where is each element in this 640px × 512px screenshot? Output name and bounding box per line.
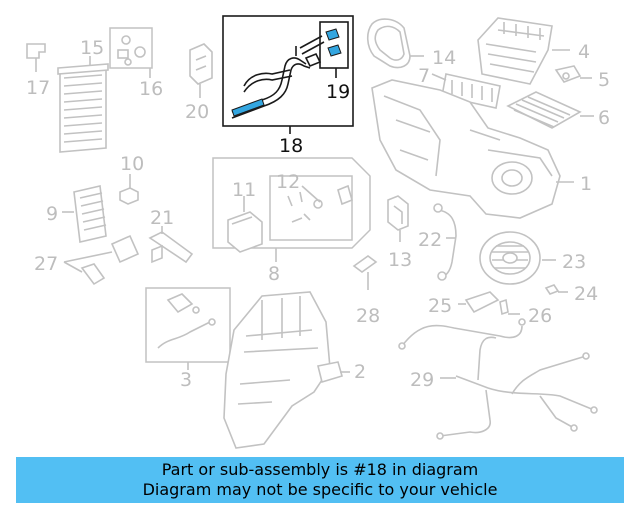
part-4-upper-housing-icon [477,17,553,85]
part-20-bracket-icon [189,43,213,98]
label-12[interactable]: 12 [276,171,300,193]
part-16-box [109,27,153,69]
part-12-box [269,175,353,241]
label-13[interactable]: 13 [388,249,412,271]
label-25[interactable]: 25 [428,295,452,317]
label-7[interactable]: 7 [418,65,430,87]
label-29[interactable]: 29 [410,369,434,391]
part-22-hose-icon [433,203,457,281]
part-21-sensor-icon [148,226,194,264]
part-6-filter-icon [506,91,582,129]
label-16[interactable]: 16 [139,78,163,100]
part-16-fittings-icon [117,35,146,66]
label-10[interactable]: 10 [120,153,144,175]
label-27[interactable]: 27 [34,253,58,275]
part-18-hose-assembly-icon [231,35,325,119]
label-26[interactable]: 26 [528,305,552,327]
part-18-box [222,15,354,127]
part-9-core-icon [73,185,107,243]
label-23[interactable]: 23 [562,251,586,273]
label-19[interactable]: 19 [326,81,350,103]
part-26-screw-icon [499,298,520,316]
part-12-fasteners-icon [287,184,353,223]
label-6[interactable]: 6 [598,107,610,129]
label-17[interactable]: 17 [26,77,50,99]
label-14[interactable]: 14 [432,47,456,69]
part-24-screw-icon [544,284,568,295]
part-14-gasket-icon [366,18,411,69]
part-2-lower-housing-icon [223,291,343,449]
part-23-blower-motor-icon [479,231,541,285]
label-1[interactable]: 1 [580,173,592,195]
part-5-actuator-icon [554,65,582,83]
label-4[interactable]: 4 [578,41,590,63]
part-15-evaporator-icon [57,56,109,153]
part-29-wiring-harness-icon [398,318,598,440]
part-19-box [319,21,349,69]
part-13-clip-icon [387,195,409,242]
part-10-valve-icon [119,174,139,205]
label-15[interactable]: 15 [80,37,104,59]
label-21[interactable]: 21 [150,207,174,229]
label-5[interactable]: 5 [598,69,610,91]
label-22[interactable]: 22 [418,229,442,251]
label-2[interactable]: 2 [354,361,366,383]
part-7-seal-icon [441,73,501,109]
part-1-hvac-housing-icon [371,79,561,219]
parts-diagram: 17 15 16 20 18 [26,15,610,449]
label-8[interactable]: 8 [268,263,280,285]
label-9[interactable]: 9 [46,203,58,225]
part-11-module-icon [227,196,263,253]
part-19-fittings-icon [325,28,342,57]
part-28-clip-icon [352,255,378,290]
label-18[interactable]: 18 [279,135,303,157]
part-notice-banner: Part or sub-assembly is #18 in diagram D… [16,457,624,503]
notice-line-2: Diagram may not be specific to your vehi… [142,480,498,499]
part-17-bracket-icon [26,43,46,72]
label-3[interactable]: 3 [180,369,192,391]
part-8-box [212,157,371,249]
part-3-linkage-icon [157,293,216,349]
label-28[interactable]: 28 [356,305,380,327]
label-11[interactable]: 11 [232,179,256,201]
notice-line-1: Part or sub-assembly is #18 in diagram [161,460,479,479]
label-24[interactable]: 24 [574,283,598,305]
part-27-connector-icon [63,234,140,286]
label-20[interactable]: 20 [185,101,209,123]
part-25-resistor-icon [458,291,500,314]
